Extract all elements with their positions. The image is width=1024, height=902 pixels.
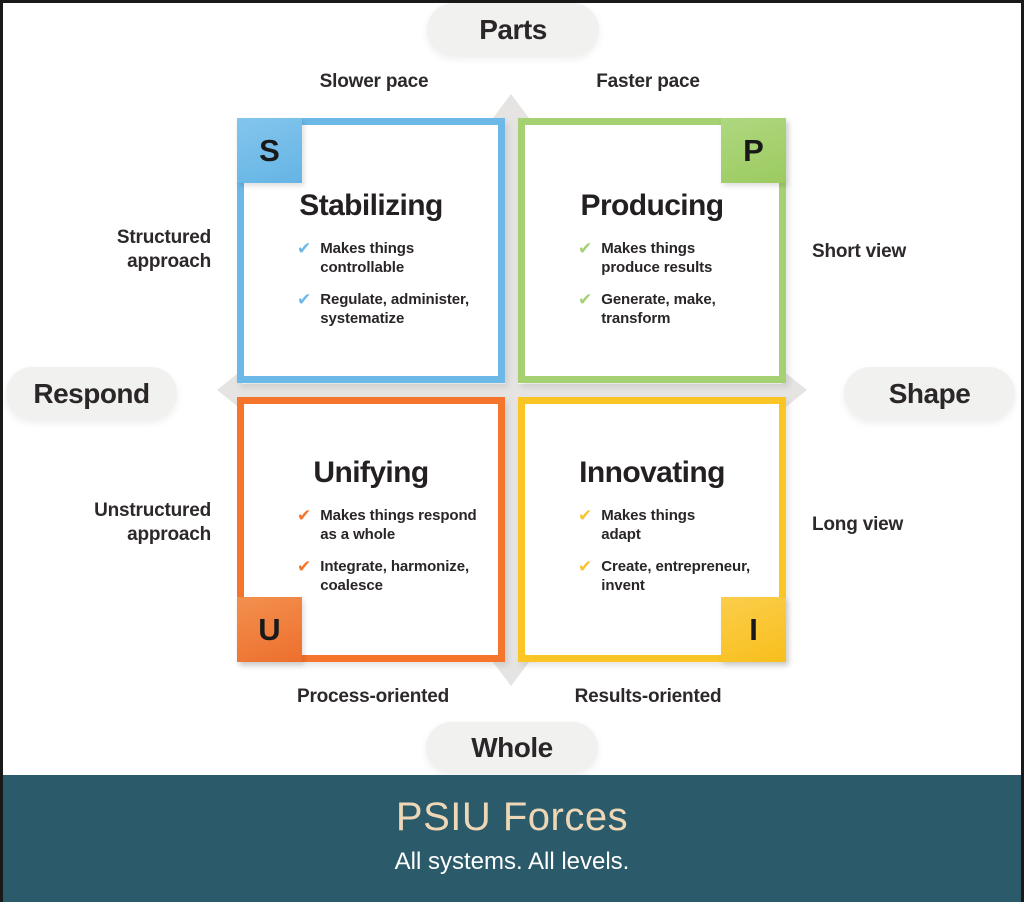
bullet-text: Makes things produce results [601, 240, 713, 276]
bullet-text: Generate, make, transform [601, 291, 716, 327]
arrow-right-icon [782, 370, 807, 410]
bullet-item: ✔ Create, entrepreneur, invent [578, 557, 779, 595]
label-results-oriented: Results-oriented [574, 686, 722, 707]
check-icon: ✔ [297, 239, 312, 258]
axis-pill-shape: Shape [844, 367, 1015, 420]
horizontal-axis-bar [241, 384, 783, 397]
bullet-text: Makes things respond as a whole [320, 507, 477, 543]
label-long-view: Long view [812, 514, 904, 535]
check-icon: ✔ [297, 506, 312, 525]
letter-badge-p: P [721, 118, 786, 183]
bullet-item: ✔ Generate, make, transform [578, 290, 779, 328]
bullet-text: Create, entrepreneur, invent [601, 558, 751, 594]
bullet-text: Integrate, harmonize, coalesce [320, 558, 470, 594]
bullet-item: ✔ Regulate, administer, systematize [297, 290, 498, 328]
label-structured-approach: Structured approach [116, 227, 211, 272]
bullet-item: ✔ Makes things adapt [578, 506, 779, 544]
bullet-text: Regulate, administer, systematize [320, 291, 470, 327]
bullet-item: ✔ Makes things controllable [297, 239, 498, 277]
bullet-text: Makes things controllable [320, 240, 415, 276]
label-short-view: Short view [812, 241, 907, 262]
footer-banner: PSIU Forces All systems. All levels. [0, 775, 1024, 902]
quadrant-bullet-list: ✔ Makes things adapt ✔ Create, entrepren… [578, 506, 779, 595]
quadrant-bullet-list: ✔ Makes things respond as a whole ✔ Inte… [297, 506, 498, 595]
bullet-item: ✔ Makes things respond as a whole [297, 506, 498, 544]
bullet-text: Makes things adapt [601, 507, 696, 543]
quadrant-title: Innovating [579, 456, 725, 489]
label-process-oriented: Process-oriented [296, 686, 450, 707]
footer-title: PSIU Forces [395, 795, 629, 839]
axis-pill-respond: Respond [6, 367, 177, 420]
label-slower-pace: Slower pace [319, 71, 429, 92]
check-icon: ✔ [578, 506, 593, 525]
check-icon: ✔ [578, 290, 593, 309]
bullet-item: ✔ Makes things produce results [578, 239, 779, 277]
check-icon: ✔ [578, 239, 593, 258]
quadrant-bullet-list: ✔ Makes things produce results ✔ Generat… [578, 239, 779, 328]
label-faster-pace: Faster pace [596, 71, 700, 92]
quadrant-title: Unifying [313, 456, 429, 489]
quadrant-unifying: Unifying ✔ Makes things respond as a who… [237, 397, 505, 662]
quadrant-title: Producing [580, 189, 725, 222]
check-icon: ✔ [578, 557, 593, 576]
quadrant-title: Stabilizing [299, 189, 443, 222]
axis-pill-parts: Parts [427, 3, 599, 56]
letter-badge-i: I [721, 597, 786, 662]
check-icon: ✔ [297, 290, 312, 309]
arrow-down-icon [493, 662, 529, 686]
letter-badge-s: S [237, 118, 302, 183]
quadrant-bullet-list: ✔ Makes things controllable ✔ Regulate, … [297, 239, 498, 328]
footer-subtitle: All systems. All levels. [394, 848, 630, 875]
label-unstructured-approach: Unstructured approach [94, 500, 211, 545]
letter-badge-u: U [237, 597, 302, 662]
bullet-item: ✔ Integrate, harmonize, coalesce [297, 557, 498, 595]
arrow-up-icon [493, 94, 529, 118]
check-icon: ✔ [297, 557, 312, 576]
axis-pill-whole: Whole [426, 722, 598, 773]
quadrant-producing: Producing ✔ Makes things produce results… [518, 118, 786, 383]
